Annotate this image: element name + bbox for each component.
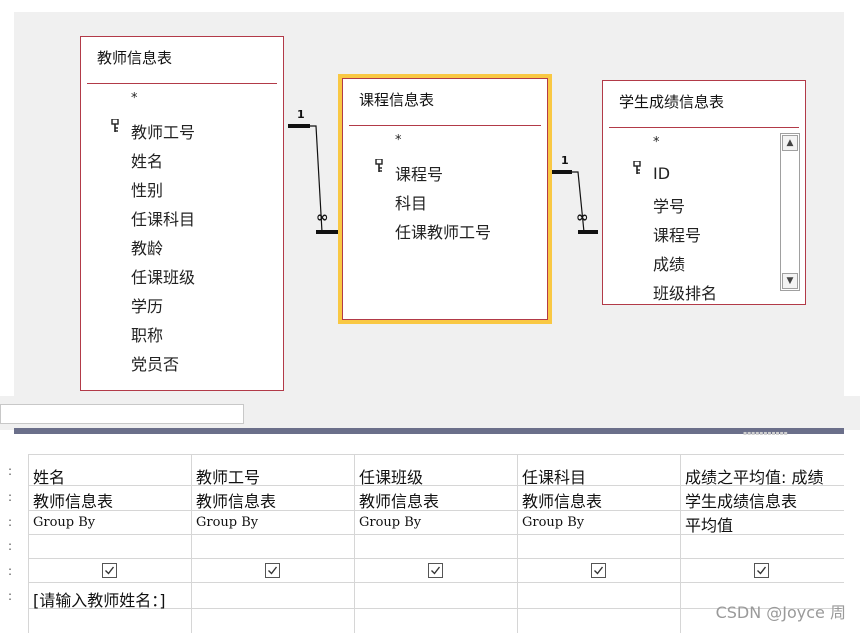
table-scrollbar[interactable]: ▲ ▼ (780, 133, 800, 291)
row-marker-show: : (8, 564, 13, 578)
field-name[interactable]: 姓名 (131, 152, 164, 171)
field-title[interactable]: 职称 (131, 326, 164, 345)
primary-key-icon (633, 160, 641, 179)
show-checkbox[interactable] (591, 563, 606, 578)
grid-line (28, 608, 844, 609)
grid-line (28, 454, 844, 455)
grid-field-cell[interactable]: 教师工号 (196, 468, 261, 487)
row-marker-sort: : (8, 539, 13, 553)
relation-one-label: 1 (561, 154, 569, 167)
grid-line (191, 454, 192, 633)
relation-many-label: ∞ (576, 208, 589, 226)
field-education[interactable]: 学历 (131, 297, 164, 316)
grid-line (517, 454, 518, 633)
relation-one-label: 1 (297, 108, 305, 121)
table-title: 教师信息表 (97, 49, 173, 67)
grid-line (28, 534, 844, 535)
field-gender[interactable]: 性别 (131, 181, 164, 200)
field-class-rank[interactable]: 班级排名 (653, 284, 718, 303)
field-class[interactable]: 任课班级 (131, 268, 196, 287)
grid-table-cell[interactable]: 教师信息表 (522, 492, 603, 511)
title-divider (349, 125, 541, 126)
relationship-lines (288, 124, 598, 234)
grid-total-cell[interactable]: Group By (33, 515, 96, 530)
grid-line (28, 558, 844, 559)
show-checkbox[interactable] (265, 563, 280, 578)
table-title: 学生成绩信息表 (619, 93, 725, 111)
field-id[interactable]: ID (653, 164, 671, 183)
grid-field-cell[interactable]: 成绩之平均值: 成绩 (685, 468, 824, 487)
query-design-grid: : : : : : : 姓名 教师信息表 Group By [请输入教师姓名：]… (0, 436, 844, 633)
relationship-course-score[interactable] (552, 170, 598, 234)
table-teacher-info[interactable]: 教师信息表 * 教师工号 姓名 性别 任课科目 教龄 任课班级 学历 职称 党员… (80, 36, 284, 391)
table-title: 课程信息表 (359, 91, 435, 109)
show-checkbox[interactable] (102, 563, 117, 578)
field-teaching-years[interactable]: 教龄 (131, 239, 164, 258)
grid-table-cell[interactable]: 教师信息表 (196, 492, 277, 511)
row-marker-table: : (8, 490, 13, 504)
grid-field-cell[interactable]: 任课科目 (522, 468, 587, 487)
pane-divider-bar[interactable] (14, 428, 844, 434)
row-marker-criteria: : (8, 589, 13, 603)
grid-total-cell[interactable]: Group By (196, 515, 259, 530)
relation-many-label: ∞ (316, 208, 329, 226)
grid-table-cell[interactable]: 教师信息表 (359, 492, 440, 511)
field-party-member[interactable]: 党员否 (131, 355, 180, 374)
grid-line (354, 454, 355, 633)
watermark: CSDN @Joyce 周 (715, 603, 846, 622)
field-student-no[interactable]: 学号 (653, 197, 686, 216)
field-teacher-id[interactable]: 任课教师工号 (395, 223, 492, 242)
grid-line (28, 485, 844, 486)
primary-key-icon (375, 158, 383, 177)
title-divider (609, 127, 799, 128)
table-course-info[interactable]: 课程信息表 * 课程号 科目 任课教师工号 (338, 74, 552, 324)
field-subject[interactable]: 科目 (395, 194, 428, 213)
all-fields-star[interactable]: * (131, 91, 138, 106)
grid-field-cell[interactable]: 任课班级 (359, 468, 424, 487)
show-checkbox[interactable] (428, 563, 443, 578)
scroll-up-arrow-icon[interactable]: ▲ (782, 135, 798, 151)
title-divider (87, 83, 277, 84)
field-course-id[interactable]: 课程号 (395, 165, 444, 184)
grid-line (28, 454, 29, 633)
grid-table-cell[interactable]: 学生成绩信息表 (685, 492, 798, 511)
relationship-teacher-course[interactable] (288, 124, 338, 234)
grid-table-cell[interactable]: 教师信息表 (33, 492, 114, 511)
field-subject[interactable]: 任课科目 (131, 210, 196, 229)
grid-line (28, 510, 844, 511)
grid-total-cell[interactable]: Group By (359, 515, 422, 530)
row-marker-field: : (8, 464, 13, 478)
grid-criteria-cell[interactable]: [请输入教师姓名：] (33, 591, 166, 610)
resize-grip-icon[interactable]: ▪▪▪▪▪▪▪▪▪▪▪ (743, 430, 788, 437)
primary-key-icon (111, 118, 119, 137)
grid-line (680, 454, 681, 633)
all-fields-star[interactable]: * (395, 133, 402, 148)
field-course-id[interactable]: 课程号 (653, 226, 702, 245)
grid-total-cell[interactable]: 平均值 (685, 516, 734, 535)
grid-field-cell[interactable]: 姓名 (33, 468, 66, 487)
all-fields-star[interactable]: * (653, 135, 660, 150)
grid-line (28, 582, 844, 583)
scroll-down-arrow-icon[interactable]: ▼ (782, 273, 798, 289)
field-teacher-id[interactable]: 教师工号 (131, 123, 196, 142)
row-marker-total: : (8, 515, 13, 529)
show-checkbox[interactable] (754, 563, 769, 578)
table-student-score[interactable]: 学生成绩信息表 * ID 学号 课程号 成绩 班级排名 (602, 80, 806, 305)
horizontal-scrollbar-track[interactable] (0, 404, 244, 424)
field-score[interactable]: 成绩 (653, 255, 686, 274)
grid-total-cell[interactable]: Group By (522, 515, 585, 530)
